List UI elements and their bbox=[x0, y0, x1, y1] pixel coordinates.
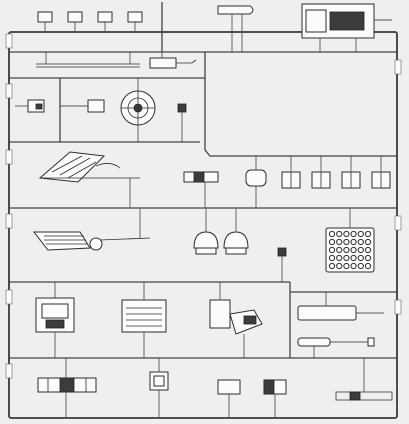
top-hatch-part bbox=[217, 5, 254, 52]
grid-dot bbox=[364, 230, 372, 238]
ramp-part-upper bbox=[38, 151, 140, 208]
grid-dot bbox=[350, 230, 357, 238]
slide-part bbox=[297, 292, 384, 321]
grid-dot bbox=[357, 246, 364, 254]
grid-dot bbox=[328, 230, 336, 238]
small-frame-part bbox=[149, 358, 169, 418]
fan-grille-part bbox=[120, 78, 156, 142]
slatted-panel-part bbox=[121, 282, 167, 358]
sprue-outer-frame bbox=[8, 31, 398, 419]
ramp-part-lower bbox=[32, 208, 151, 251]
two-blocks-part bbox=[217, 379, 287, 418]
grid-dot bbox=[343, 254, 350, 262]
grid-dot bbox=[336, 254, 343, 262]
bracket-part-middle bbox=[60, 99, 105, 113]
grid-dot bbox=[328, 238, 336, 246]
grid-dot bbox=[336, 262, 343, 270]
two-dome-parts bbox=[193, 208, 249, 255]
four-box-parts bbox=[281, 156, 391, 189]
grid-dot bbox=[336, 238, 343, 246]
rod-part bbox=[36, 52, 140, 68]
bracket-part-left bbox=[15, 99, 45, 113]
small-clamp-part bbox=[149, 52, 197, 69]
small-bracket bbox=[177, 103, 187, 142]
grid-dot bbox=[343, 238, 350, 246]
grid-dot bbox=[336, 230, 343, 238]
grid-dot bbox=[350, 246, 357, 254]
grid-dot bbox=[328, 254, 336, 262]
grid-dot bbox=[364, 246, 372, 254]
seat-part-left bbox=[35, 282, 75, 358]
control-part bbox=[209, 282, 263, 358]
grid-dot bbox=[357, 254, 364, 262]
rail-v-2 bbox=[204, 149, 397, 157]
grid-dot bbox=[350, 262, 357, 270]
small-square-plates bbox=[37, 11, 143, 32]
grid-dot bbox=[328, 262, 336, 270]
grid-panel-part bbox=[325, 208, 375, 273]
grid-dot bbox=[336, 246, 343, 254]
rail-part bbox=[335, 358, 393, 401]
grid-dot bbox=[328, 246, 336, 254]
frame-tabs bbox=[5, 33, 402, 379]
grid-dot bbox=[343, 262, 350, 270]
round-box-part bbox=[245, 156, 267, 208]
small-box-part bbox=[183, 171, 219, 208]
grid-dot bbox=[364, 254, 372, 262]
engraved-panel-part bbox=[301, 3, 392, 52]
grid-dot bbox=[343, 230, 350, 238]
grid-dot bbox=[357, 262, 364, 270]
bumper-part bbox=[37, 358, 97, 418]
grid-dot bbox=[364, 262, 372, 270]
grid-dot bbox=[357, 238, 364, 246]
tube-part bbox=[297, 337, 375, 358]
grid-dot bbox=[350, 254, 357, 262]
small-dark-tab bbox=[277, 247, 287, 282]
grid-dot bbox=[364, 238, 372, 246]
grid-dot bbox=[357, 230, 364, 238]
grid-dot bbox=[350, 238, 357, 246]
grid-dot bbox=[343, 246, 350, 254]
